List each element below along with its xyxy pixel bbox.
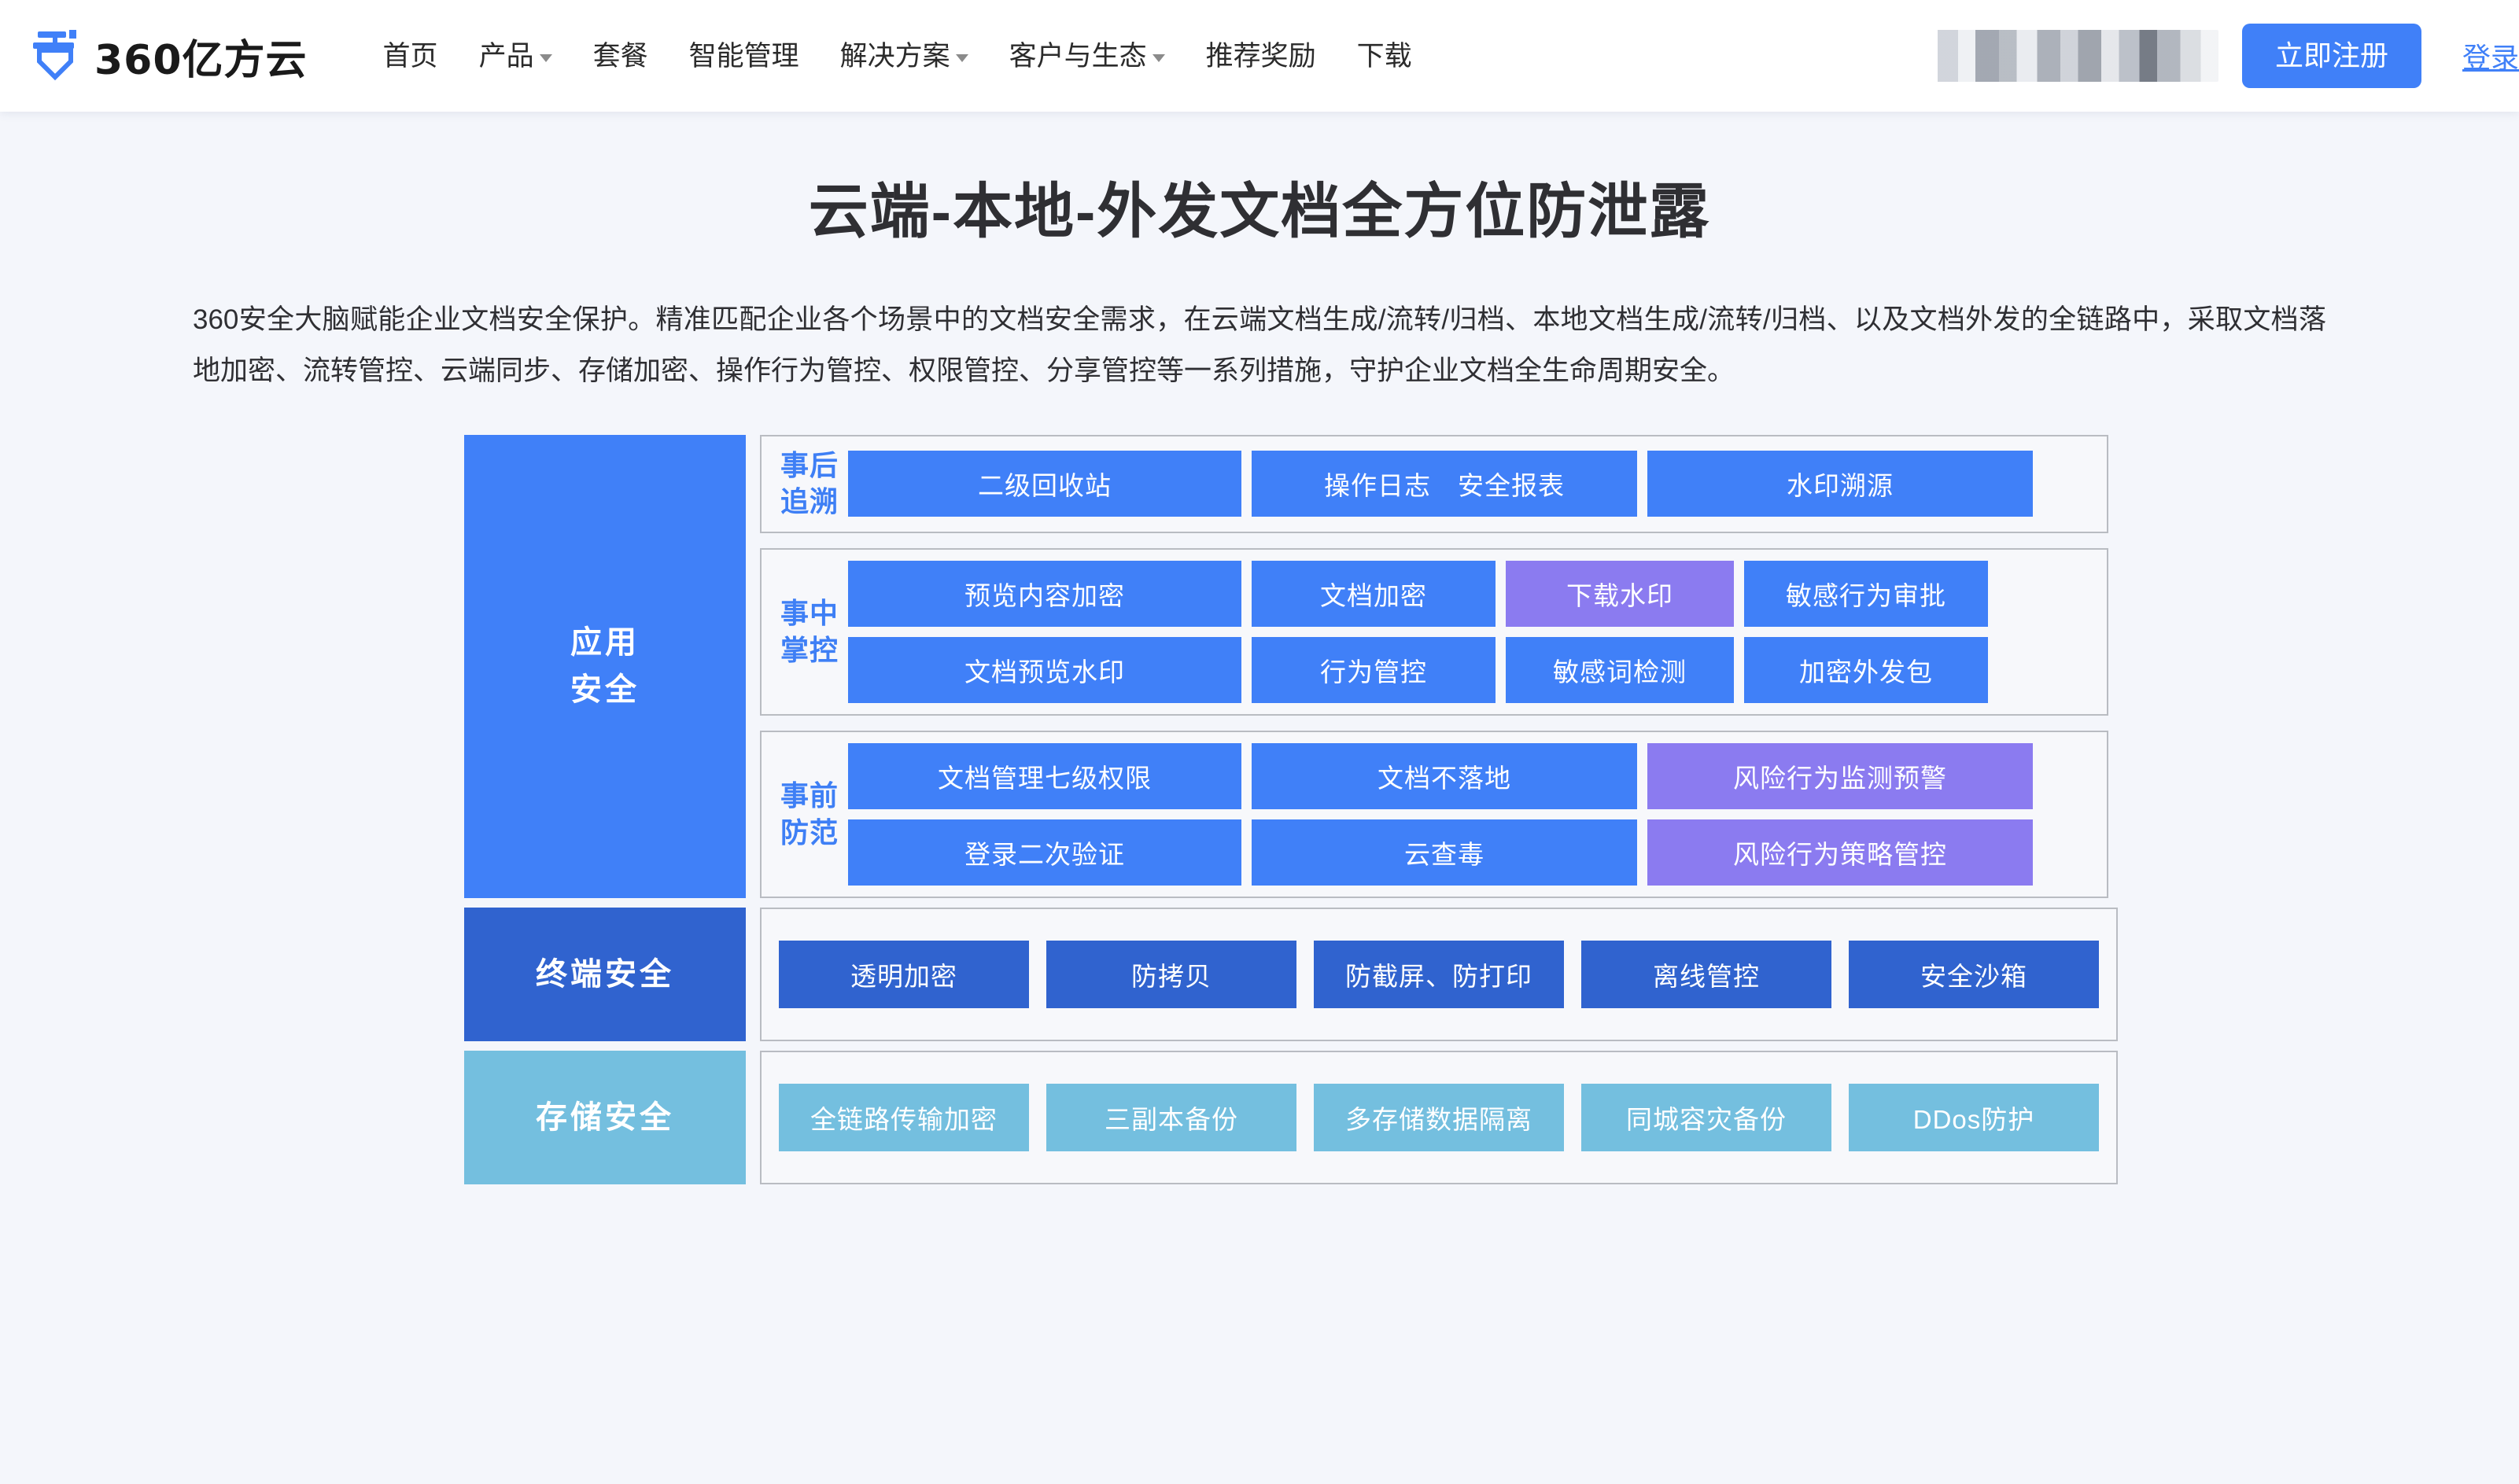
- nav-label: 智能管理: [688, 40, 799, 72]
- login-link[interactable]: 登录: [2462, 42, 2519, 74]
- tile-login-two-factor-verification[interactable]: 登录二次验证: [848, 819, 1241, 886]
- phase-card-pre-incident-prevention: 事前 防范 文档管理七级权限 文档不落地 风险行为监测预警 登录二次验证 云查毒…: [760, 731, 2108, 899]
- nav-label: 产品: [478, 40, 534, 72]
- chevron-down-icon: [955, 54, 968, 62]
- row-app-security: 应用 安全 事后 追溯 二级回收站 操作日志 安全报表 水印溯源 事中 掌控: [464, 434, 2108, 899]
- tile-encrypted-outbound-package[interactable]: 加密外发包: [1744, 637, 1988, 704]
- tile-same-city-disaster-recovery-backup[interactable]: 同城容灾备份: [1581, 1084, 1831, 1152]
- row-terminal-security: 终端安全 透明加密 防拷贝 防截屏、防打印 离线管控 安全沙箱: [464, 908, 2118, 1042]
- tile-no-local-document-landing[interactable]: 文档不落地: [1252, 743, 1637, 810]
- phase-label: 事中 掌控: [780, 596, 839, 666]
- nav-label: 推荐奖励: [1205, 40, 1316, 72]
- phase-label: 事前 防范: [780, 779, 839, 849]
- tile-multi-storage-data-isolation[interactable]: 多存储数据隔离: [1314, 1084, 1564, 1152]
- page-title: 云端-本地-外发文档全方位防泄露: [808, 179, 1711, 245]
- yifangyun-logo-icon: [31, 28, 80, 83]
- nav-label: 客户与生态: [1009, 40, 1147, 72]
- category-storage-security: 存储安全: [464, 1051, 746, 1185]
- nav-label: 下载: [1356, 40, 1412, 72]
- tile-seven-level-permissions[interactable]: 文档管理七级权限: [848, 743, 1241, 810]
- nav-item-smart-management[interactable]: 智能管理: [669, 42, 820, 70]
- terminal-security-tiles: 透明加密 防拷贝 防截屏、防打印 离线管控 安全沙箱: [760, 908, 2118, 1042]
- nav-label: 首页: [382, 40, 438, 72]
- tile-download-watermark[interactable]: 下载水印: [1506, 561, 1734, 628]
- security-architecture-diagram: 应用 安全 事后 追溯 二级回收站 操作日志 安全报表 水印溯源 事中 掌控: [464, 434, 2118, 1185]
- nav-item-customers-ecosystem[interactable]: 客户与生态: [989, 42, 1186, 70]
- tile-ddos-protection[interactable]: DDos防护: [1849, 1084, 2099, 1152]
- chevron-down-icon: [1152, 54, 1165, 62]
- tile-document-preview-watermark[interactable]: 文档预览水印: [848, 637, 1241, 704]
- nav-label: 套餐: [592, 40, 648, 72]
- storage-security-tiles: 全链路传输加密 三副本备份 多存储数据隔离 同城容灾备份 DDos防护: [760, 1051, 2118, 1185]
- row-storage-security: 存储安全 全链路传输加密 三副本备份 多存储数据隔离 同城容灾备份 DDos防护: [464, 1051, 2118, 1185]
- category-app-security: 应用 安全: [464, 434, 746, 899]
- tile-sensitive-action-approval[interactable]: 敏感行为审批: [1744, 561, 1988, 628]
- tile-triple-replica-backup[interactable]: 三副本备份: [1046, 1084, 1296, 1152]
- site-header: 360亿方云 首页 产品 套餐 智能管理 解决方案 客户与生态 推荐奖励 下载: [0, 0, 2519, 112]
- tile-risk-behavior-monitoring-alert[interactable]: 风险行为监测预警: [1647, 743, 2033, 810]
- brand-logo[interactable]: 360亿方云: [31, 27, 308, 86]
- tile-anti-copy[interactable]: 防拷贝: [1046, 941, 1296, 1009]
- hero-section: 云端-本地-外发文档全方位防泄露 360安全大脑赋能企业文档安全保护。精准匹配企…: [0, 112, 2519, 397]
- tile-transparent-encryption[interactable]: 透明加密: [779, 941, 1029, 1009]
- header-actions: 立即注册 登录: [1925, 24, 2519, 88]
- nav-item-products[interactable]: 产品: [459, 42, 573, 70]
- tile-offline-control[interactable]: 离线管控: [1581, 941, 1831, 1009]
- tile-cloud-virus-scan[interactable]: 云查毒: [1252, 819, 1637, 886]
- hero-description: 360安全大脑赋能企业文档安全保护。精准匹配企业各个场景中的文档安全需求，在云端…: [193, 304, 2326, 386]
- tile-security-sandbox[interactable]: 安全沙箱: [1849, 941, 2099, 1009]
- tile-risk-behavior-policy-control[interactable]: 风险行为策略管控: [1647, 819, 2033, 886]
- nav-item-packages[interactable]: 套餐: [573, 42, 669, 70]
- phase-card-post-incident: 事后 追溯 二级回收站 操作日志 安全报表 水印溯源: [760, 434, 2108, 534]
- tile-behavior-control[interactable]: 行为管控: [1252, 637, 1496, 704]
- redacted-contact-info: [1925, 30, 2218, 82]
- nav-item-home[interactable]: 首页: [363, 42, 459, 70]
- nav-item-referral-rewards[interactable]: 推荐奖励: [1186, 42, 1337, 70]
- brand-name: 360亿方云: [94, 36, 308, 84]
- tile-operation-log-security-report[interactable]: 操作日志 安全报表: [1252, 451, 1637, 517]
- chevron-down-icon: [539, 54, 552, 62]
- tile-sensitive-word-detection[interactable]: 敏感词检测: [1506, 637, 1734, 704]
- tile-preview-content-encryption[interactable]: 预览内容加密: [848, 561, 1241, 628]
- tile-full-link-transmission-encryption[interactable]: 全链路传输加密: [779, 1084, 1029, 1152]
- phase-label: 事后 追溯: [780, 448, 839, 518]
- main-nav: 首页 产品 套餐 智能管理 解决方案 客户与生态 推荐奖励 下载: [363, 42, 1433, 70]
- category-terminal-security: 终端安全: [464, 908, 746, 1042]
- register-button[interactable]: 立即注册: [2241, 24, 2421, 88]
- phase-card-in-process-control: 事中 掌控 预览内容加密 文档加密 下载水印 敏感行为审批 文档预览水印 行为管…: [760, 548, 2108, 716]
- tile-document-encryption[interactable]: 文档加密: [1252, 561, 1496, 628]
- tile-secondary-recycle-bin[interactable]: 二级回收站: [848, 451, 1241, 517]
- nav-item-download[interactable]: 下载: [1337, 42, 1433, 70]
- tile-watermark-tracing[interactable]: 水印溯源: [1647, 451, 2033, 517]
- nav-item-solutions[interactable]: 解决方案: [820, 42, 989, 70]
- tile-anti-screenshot-anti-print[interactable]: 防截屏、防打印: [1314, 941, 1564, 1009]
- nav-label: 解决方案: [839, 40, 950, 72]
